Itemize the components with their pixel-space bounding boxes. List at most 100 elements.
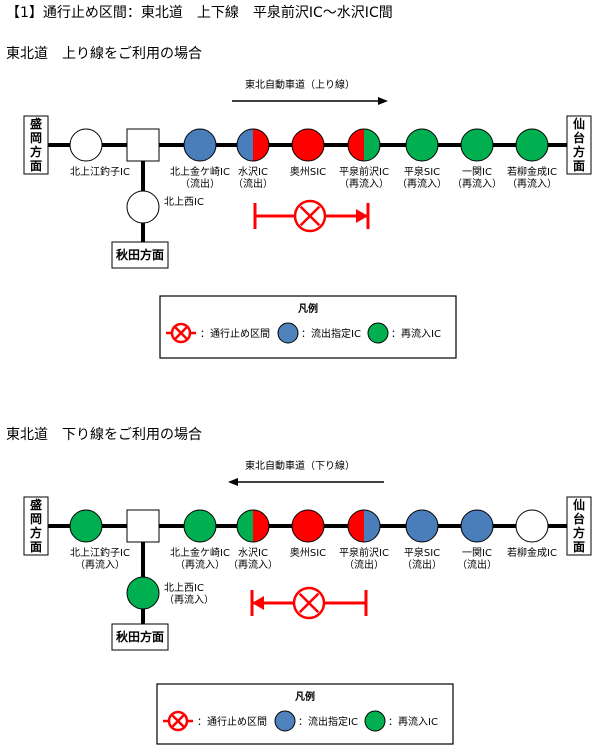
junction-square-up — [126, 128, 160, 162]
legend-closure-icon-down — [167, 710, 189, 732]
legend-closure-label-down: ：通行止め区間 — [197, 715, 267, 728]
node-left-half — [237, 129, 253, 161]
end-box-sendai-down-char: 仙 — [573, 497, 585, 512]
node-left-half — [348, 510, 364, 542]
ic-node-up-5 — [405, 128, 439, 162]
end-box-sendai-up-char: 仙 — [573, 116, 585, 131]
end-box-sendai-down — [566, 496, 592, 556]
end-box-morioka-up — [23, 115, 49, 175]
node-right-half — [253, 510, 269, 542]
closure-x2 — [298, 592, 320, 614]
legend-closure-icon-up — [170, 322, 192, 344]
end-box-sendai-up-char: 台 — [573, 130, 585, 145]
ic-label-up-0: 北上江釣子IC — [70, 165, 130, 178]
ic-label-down-2: （再流入） — [228, 558, 278, 571]
junction-square-down — [126, 509, 160, 543]
ic-label-up-2: （流出） — [233, 177, 273, 190]
node-fill — [291, 509, 325, 543]
node-left-half — [348, 129, 364, 161]
ic-label-up-6: （再流入） — [452, 177, 502, 190]
ic-node-down-1 — [183, 509, 217, 543]
node-fill — [460, 128, 494, 162]
ic-node-down-7 — [515, 509, 549, 543]
end-box-morioka-down-char: 面 — [30, 540, 42, 554]
node-fill — [126, 576, 160, 610]
ic-label-up-4: （再流入） — [339, 177, 389, 190]
end-box-sendai-up-char: 方 — [573, 144, 585, 159]
node-outline — [347, 509, 381, 543]
end-box-morioka-down-char: 方 — [30, 525, 42, 540]
end-box-sendai-up-char: 面 — [573, 159, 585, 173]
end-box-sendai-down-char: 面 — [573, 540, 585, 554]
node-fill — [291, 128, 325, 162]
branch-end-box-down — [111, 623, 169, 651]
end-box-morioka-up-char: 方 — [30, 144, 42, 159]
end-box-morioka-up-char: 盛 — [30, 116, 42, 131]
node-fill — [515, 128, 549, 162]
node-fill — [69, 509, 103, 543]
legend-closure-label-up: ：通行止め区間 — [200, 327, 270, 340]
closure-x2 — [171, 714, 185, 728]
node-right-half — [364, 129, 380, 161]
direction-label-up: 東北自動車道（上り線） — [245, 78, 355, 91]
ic-label-up-5: 平泉SIC — [404, 165, 440, 178]
end-box-morioka-down — [23, 496, 49, 556]
branch-node-label-down: 北上西IC — [164, 582, 204, 594]
legend-box-down — [156, 683, 454, 745]
ic-label-up-1: 北上金ケ崎IC — [170, 165, 230, 178]
legend-reentry-label-down: ：再流入IC — [388, 715, 438, 728]
ic-node-up-6 — [460, 128, 494, 162]
ic-label-down-6: （流出） — [457, 558, 497, 571]
end-box-morioka-down-char: 岡 — [30, 512, 42, 526]
branch-node-up — [126, 190, 160, 224]
node-fill — [183, 509, 217, 543]
closure-arrowhead-up — [356, 209, 368, 223]
node-fill — [183, 128, 217, 162]
end-box-morioka-down-char: 盛 — [30, 497, 42, 512]
ic-label-up-2: 水沢IC — [238, 165, 268, 178]
ic-label-down-0: 北上江釣子IC — [70, 546, 130, 559]
branch-node-down — [126, 576, 160, 610]
closure-x2 — [299, 205, 321, 227]
ic-node-up-3 — [291, 128, 325, 162]
ic-label-up-3: 奥州SIC — [290, 165, 326, 178]
node-left-half — [237, 510, 253, 542]
ic-node-up-1 — [183, 128, 217, 162]
branch-end-box-up — [111, 241, 169, 269]
ic-label-up-4: 平泉前沢IC — [339, 165, 389, 178]
ic-node-down-6 — [460, 509, 494, 543]
ic-node-down-5 — [405, 509, 439, 543]
legend-reentry-swatch-down — [364, 710, 386, 732]
ic-node-down-2 — [236, 509, 270, 543]
node-outline — [236, 509, 270, 543]
branch-node-label-up: 北上西IC — [164, 196, 204, 208]
legend-exit-swatch-down — [274, 710, 296, 732]
legend-reentry-label-up: ：再流入IC — [391, 327, 441, 340]
direction-label-down: 東北自動車道（下り線） — [245, 459, 355, 472]
legend-reentry-swatch-up — [367, 322, 389, 344]
ic-label-down-3: 奥州SIC — [290, 546, 326, 559]
node-outline — [347, 128, 381, 162]
ic-label-down-5: 平泉SIC — [404, 546, 440, 559]
ic-label-down-1: 北上金ケ崎IC — [170, 546, 230, 559]
node-fill — [460, 509, 494, 543]
end-box-sendai-down-char: 台 — [573, 511, 585, 526]
legend-exit-label-up: ：流出指定IC — [301, 327, 361, 340]
legend-title-down: 凡例 — [295, 690, 315, 703]
ic-label-down-7: 若柳金成IC — [507, 546, 557, 559]
ic-label-up-6: 一関IC — [462, 166, 492, 178]
ic-node-up-0 — [69, 128, 103, 162]
end-box-morioka-up-char: 岡 — [30, 131, 42, 145]
closure-x2 — [174, 326, 188, 340]
ic-label-up-5: （再流入） — [397, 177, 447, 190]
legend-box-up — [159, 295, 457, 359]
node-fill — [515, 509, 549, 543]
closure-icon-up — [293, 199, 327, 233]
ic-label-down-4: 平泉前沢IC — [339, 546, 389, 559]
ic-label-down-4: （流出） — [344, 558, 384, 571]
node-fill — [405, 509, 439, 543]
node-fill — [405, 128, 439, 162]
branch-end-label-down: 秋田方面 — [116, 629, 164, 644]
section-heading-up: 東北道 上り線をご利用の場合 — [6, 46, 202, 62]
